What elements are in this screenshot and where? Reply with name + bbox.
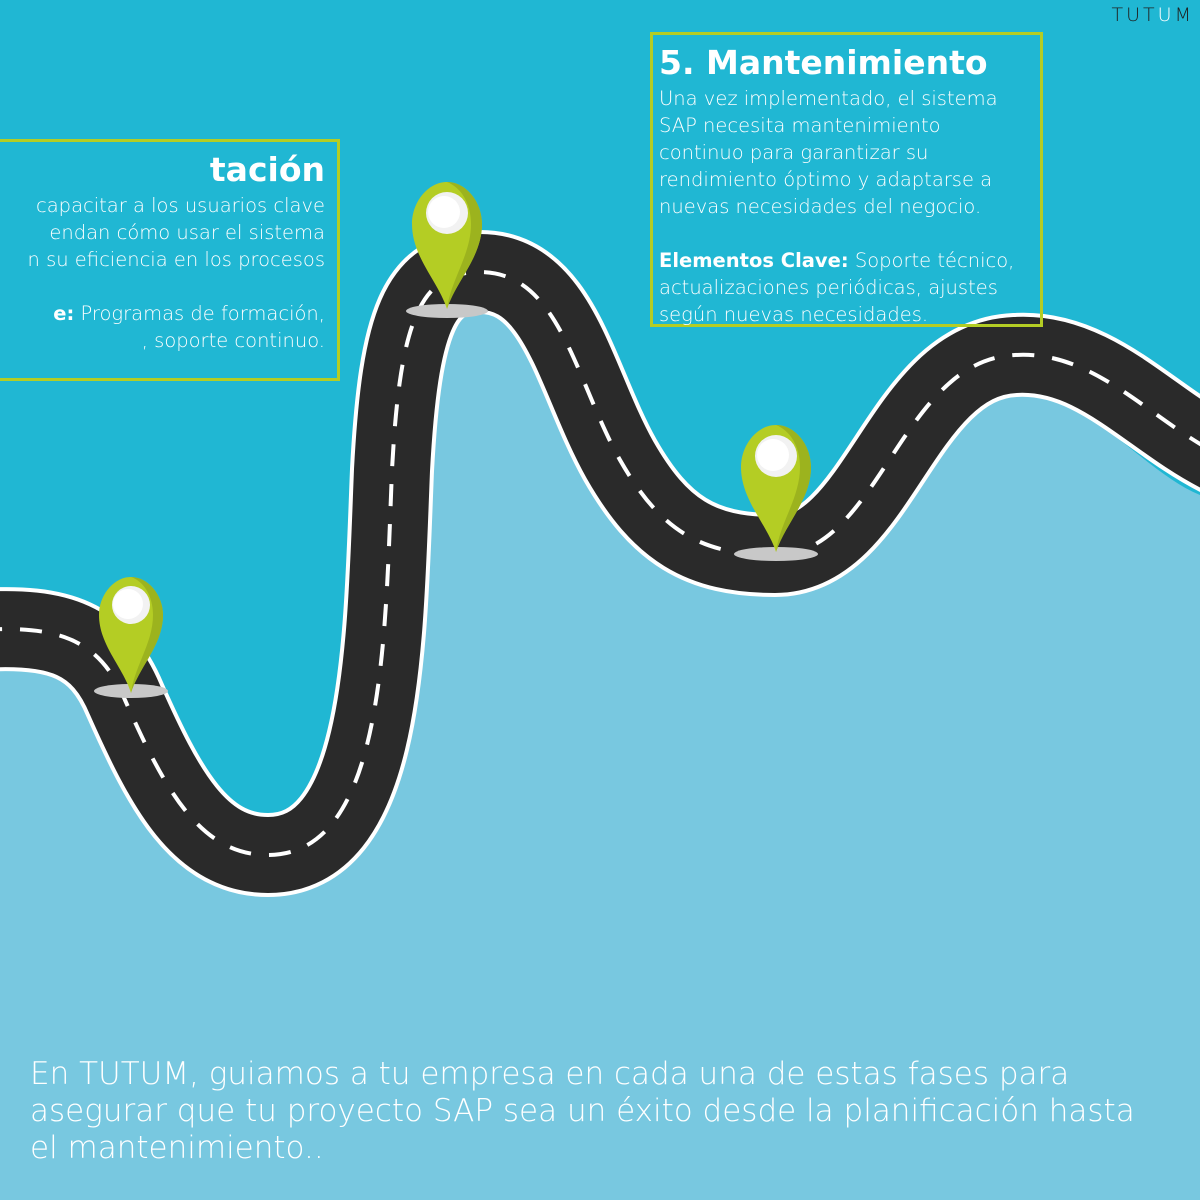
- pin-left-icon: [99, 577, 163, 693]
- phase-card-maintenance: 5. Mantenimiento Una vez implementado, e…: [650, 32, 1043, 327]
- ground-hills: [0, 303, 1200, 1200]
- phase-card-training: tación capacitar a los usuarios clave en…: [0, 139, 340, 381]
- pin-shadow: [734, 547, 818, 561]
- phase-title: 5. Mantenimiento: [659, 43, 988, 82]
- key-elements-text: Soporte técnico, actualizaciones periódi…: [659, 249, 1015, 326]
- logo-accent: U: [1157, 4, 1175, 26]
- key-elements-label: Elementos Clave:: [659, 249, 849, 272]
- logo-suffix: M: [1174, 4, 1194, 26]
- road-center-dashes: [0, 270, 1200, 857]
- phase-key-elements: e: Programas de formación, , soporte con…: [0, 300, 325, 354]
- tutum-logo: TUTUM: [1112, 4, 1194, 26]
- closing-statement: En TUTUM, guiamos a tu empresa en cada u…: [30, 1056, 1135, 1166]
- key-elements-label: e:: [53, 302, 75, 325]
- winding-road: [0, 230, 1200, 897]
- pin-peak-icon: [412, 182, 482, 309]
- pin-valley-icon: [741, 425, 811, 552]
- key-elements-text: Programas de formación, , soporte contin…: [80, 302, 325, 352]
- phase-description: capacitar a los usuarios clave endan cóm…: [27, 194, 325, 271]
- phase-description: Una vez implementado, el sistema SAP nec…: [659, 87, 998, 218]
- phase-key-elements: Elementos Clave: Soporte técnico, actual…: [659, 247, 1040, 328]
- phase-title: tación: [209, 150, 325, 189]
- logo-prefix: TUT: [1111, 4, 1158, 26]
- pin-shadow: [406, 304, 488, 318]
